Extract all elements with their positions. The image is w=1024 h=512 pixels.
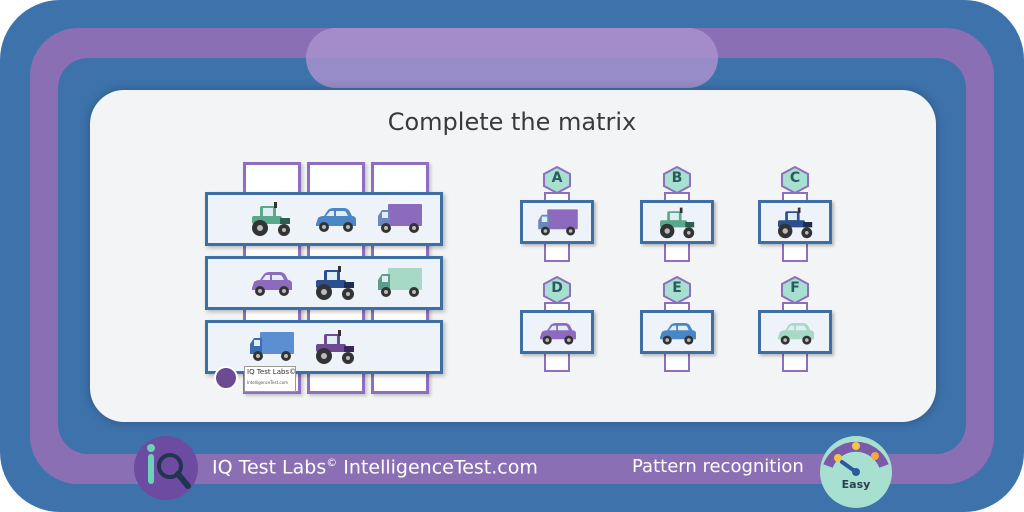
car-purple-icon [533,314,583,350]
tractor-green-icon [653,204,703,240]
brand-tag: IQ Test Labs© IntelligenceTest.com [214,364,297,396]
option-letter: A [551,170,563,186]
tractor-navy-icon [771,204,821,240]
puzzle-title: Complete the matrix [387,108,637,136]
car-green-icon [771,314,821,350]
option-badge: A [542,165,572,195]
option-c[interactable]: C [758,165,838,296]
option-badge: E [662,275,692,305]
car-blue-icon [653,314,703,350]
truck-green-icon [374,262,426,302]
truck-blue-icon [246,326,298,366]
option-letter: F [790,280,800,296]
footer-category: Pattern recognition [632,456,804,477]
car-purple-icon [246,262,298,302]
option-letter: D [551,280,563,296]
footer-brand: IQ Test Labs© IntelligenceTest.com [212,456,538,479]
truck-purple-icon [533,204,583,240]
car-blue-icon [310,198,362,238]
difficulty-label: Easy [841,478,871,491]
option-badge: C [780,165,810,195]
option-badge: D [542,275,572,305]
iq-logo-icon [214,366,238,390]
top-highlight [306,28,718,88]
tractor-green-icon [246,198,298,238]
option-badge: B [662,165,692,195]
brand-tag-url: IntelligenceTest.com [247,380,288,385]
option-a[interactable]: A [520,165,600,296]
option-f[interactable]: F [758,275,838,406]
option-b[interactable]: B [640,165,720,296]
difficulty-gauge: Easy [820,436,892,508]
iq-magnifier-logo-icon [134,436,198,500]
option-e[interactable]: E [640,275,720,406]
option-letter: E [672,280,682,296]
option-d[interactable]: D [520,275,600,406]
option-letter: C [789,170,801,186]
tractor-purple-icon [310,326,362,366]
brand-tag-name: IQ Test Labs© [247,368,297,376]
tractor-navy-icon [310,262,362,302]
option-badge: F [780,275,810,305]
option-letter: B [671,170,683,186]
truck-purple-icon [374,198,426,238]
